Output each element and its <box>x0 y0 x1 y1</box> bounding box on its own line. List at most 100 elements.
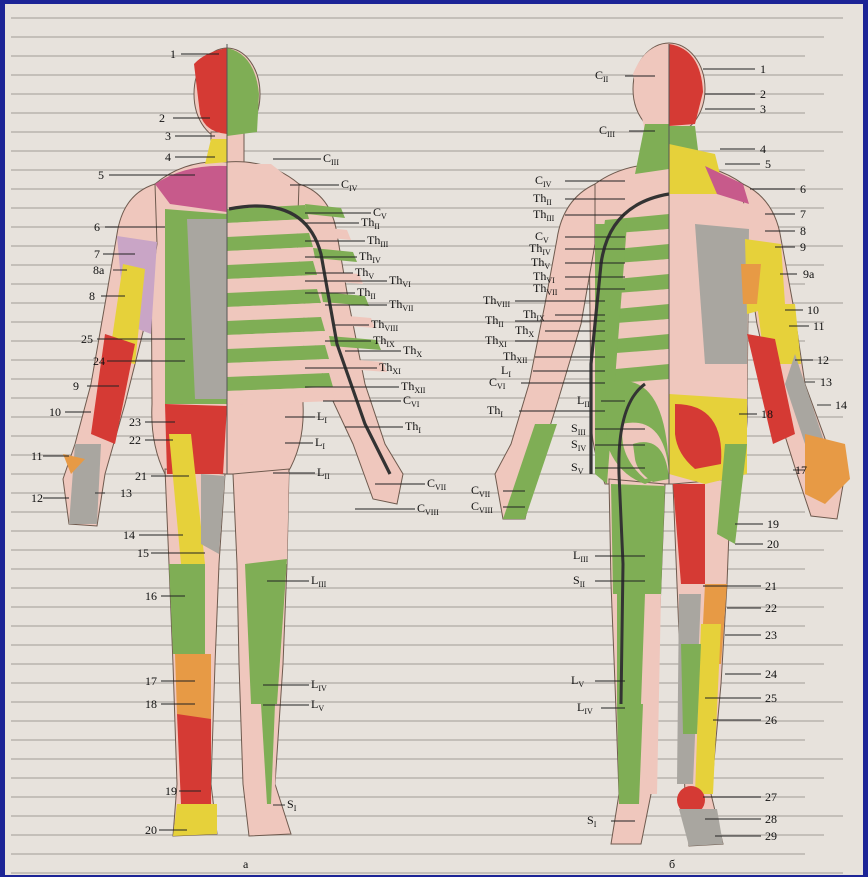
region-number-label: 5 <box>98 168 104 182</box>
spinal-segment-label: LI <box>317 409 327 425</box>
spinal-segment-label: CIV <box>341 177 358 193</box>
region-number-label: 15 <box>137 546 149 560</box>
region-number-label: 2 <box>159 111 165 125</box>
spinal-segment-label: LV <box>571 673 584 689</box>
region-number-label: 12 <box>817 353 829 367</box>
region-number-label: 25 <box>765 691 777 705</box>
region-number-label: 4 <box>165 150 171 164</box>
region-number-label: 29 <box>765 829 777 843</box>
spinal-segment-label: LIII <box>311 573 327 589</box>
spinal-segment-label: ThIII <box>533 207 555 223</box>
region-number-label: 8 <box>89 289 95 303</box>
spinal-segment-label: CII <box>595 68 609 84</box>
front-figure <box>63 44 403 836</box>
spinal-segment-label: ThV <box>355 265 374 281</box>
region-number-label: 26 <box>765 713 777 727</box>
region-number-label: 6 <box>94 220 100 234</box>
spinal-segment-label: SI <box>287 797 297 813</box>
spinal-segment-label: ThX <box>515 323 534 339</box>
region-number-label: 7 <box>94 247 100 261</box>
region-number-label: 20 <box>145 823 157 837</box>
region-number-label: 6 <box>800 182 806 196</box>
region-number-label: 14 <box>835 398 847 412</box>
region-number-label: 16 <box>145 589 157 603</box>
region-number-label: 1 <box>170 47 176 61</box>
spinal-segment-label: ThII <box>357 285 376 301</box>
region-number-label: 21 <box>765 579 777 593</box>
region-number-label: 24 <box>93 354 105 368</box>
spinal-segment-label: LII <box>577 393 590 409</box>
spinal-segment-label: CIII <box>599 123 615 139</box>
region-number-label: 11 <box>31 449 43 463</box>
back-figure <box>495 43 850 846</box>
spinal-segment-label: SII <box>573 573 585 589</box>
spinal-segment-label: CVI <box>403 393 420 409</box>
spinal-segment-label: SIV <box>571 437 586 453</box>
spinal-segment-label: CVI <box>489 375 506 391</box>
region-number-label: 13 <box>820 375 832 389</box>
spinal-segment-label: CIII <box>323 151 339 167</box>
spinal-segment-label: ThIX <box>373 333 395 349</box>
region-number-label: 22 <box>765 601 777 615</box>
region-number-label: 22 <box>129 433 141 447</box>
dermatome-figure: 12345678а8252491023221112132114151617181… <box>5 4 863 875</box>
region-number-label: 19 <box>165 784 177 798</box>
region-number-label: 9а <box>803 267 815 281</box>
region-number-label: 4 <box>760 142 766 156</box>
region-number-label: 21 <box>135 469 147 483</box>
spinal-segment-label: ThVIII <box>483 293 510 309</box>
spinal-segment-label: LV <box>311 697 324 713</box>
region-number-label: 3 <box>760 102 766 116</box>
region-number-label: 28 <box>765 812 777 826</box>
spinal-segment-label: ThXI <box>379 360 401 376</box>
region-number-label: 8а <box>93 263 105 277</box>
spinal-segment-label: ThII <box>485 313 504 329</box>
region-number-label: 17 <box>145 674 157 688</box>
region-number-label: 10 <box>49 405 61 419</box>
region-number-label: 17 <box>795 463 807 477</box>
spinal-segment-label: CVIII <box>417 501 439 517</box>
region-number-label: 23 <box>129 415 141 429</box>
spinal-segment-label: LIV <box>311 677 327 693</box>
spinal-segment-label: ThI <box>405 419 421 435</box>
region-number-label: 8 <box>800 224 806 238</box>
region-number-label: 5 <box>765 157 771 171</box>
spinal-segment-label: ThX <box>403 343 422 359</box>
spinal-segment-label: ThIII <box>367 233 389 249</box>
region-number-label: 18 <box>145 697 157 711</box>
region-number-label: 3 <box>165 129 171 143</box>
spinal-segment-label: ThXI <box>485 333 507 349</box>
region-number-label: 14 <box>123 528 135 542</box>
spinal-segment-label: ThIV <box>359 249 381 265</box>
region-number-label: 11 <box>813 319 825 333</box>
region-number-label: 27 <box>765 790 777 804</box>
spinal-segment-label: SIII <box>571 421 586 437</box>
spinal-segment-label: SV <box>571 460 584 476</box>
region-number-label: 9 <box>73 379 79 393</box>
region-number-label: 19 <box>767 517 779 531</box>
spinal-segment-label: CVII <box>471 483 490 499</box>
region-number-label: 12 <box>31 491 43 505</box>
spinal-segment-label: ThII <box>533 191 552 207</box>
spinal-segment-label: LI <box>315 435 325 451</box>
region-number-label: 7 <box>800 207 806 221</box>
region-number-label: 23 <box>765 628 777 642</box>
region-number-label: 10 <box>807 303 819 317</box>
spinal-segment-label: LI <box>501 363 511 379</box>
spinal-segment-label: ThVI <box>389 273 411 289</box>
region-number-label: 1 <box>760 62 766 76</box>
spinal-segment-label: LII <box>317 465 330 481</box>
region-number-label: 24 <box>765 667 777 681</box>
region-number-label: 18 <box>761 407 773 421</box>
spinal-segment-label: CVII <box>427 476 446 492</box>
region-number-label: 13 <box>120 486 132 500</box>
spinal-segment-label: ThVIII <box>371 317 398 333</box>
region-number-label: 25 <box>81 332 93 346</box>
back-caption: б <box>669 857 675 871</box>
figure-plate: 12345678а8252491023221112132114151617181… <box>5 4 863 875</box>
region-number-label: 20 <box>767 537 779 551</box>
spinal-segment-label: ThI <box>487 403 503 419</box>
region-number-label: 2 <box>760 87 766 101</box>
region-number-label: 9 <box>800 240 806 254</box>
